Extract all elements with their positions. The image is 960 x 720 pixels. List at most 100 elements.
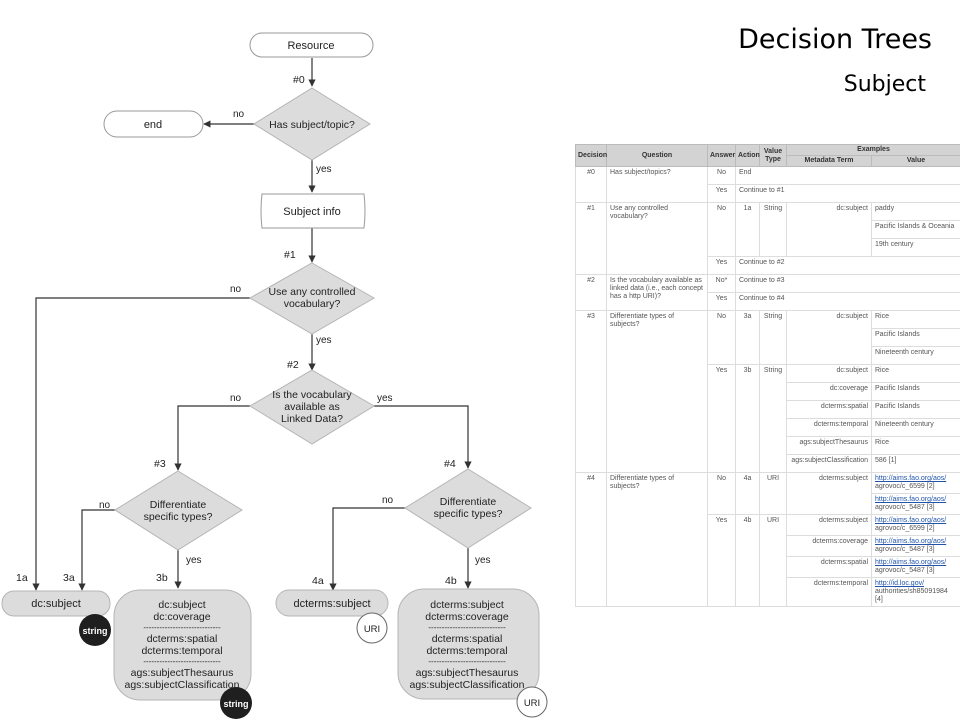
cell-decision: #4 [575, 472, 607, 607]
svg-text:available as: available as [284, 401, 339, 413]
cell-action: 4b [735, 514, 760, 607]
uri-link[interactable]: http://aims.fao.org/aos/ [875, 559, 947, 566]
cell-metadata-term: dc:subject [786, 202, 872, 257]
svg-text:string: string [223, 699, 248, 709]
svg-text:ags:subjectClassification: ags:subjectClassification [125, 679, 240, 691]
cell-metadata-term: dcterms:subject [786, 472, 872, 515]
svg-text:Resource: Resource [287, 40, 334, 52]
svg-text:dcterms:temporal: dcterms:temporal [141, 645, 222, 657]
svg-text:Subject info: Subject info [283, 206, 340, 218]
edge-label-q4-no: no [382, 495, 394, 506]
edge-label-q0-no: no [233, 109, 245, 120]
cell-question: Differentiate types of subjects? [606, 310, 708, 473]
header-action: Action [735, 144, 760, 167]
cell-metadata-term: dc:subject [786, 364, 872, 383]
cell-answer: Yes [707, 292, 736, 311]
header-decision: Decision [575, 144, 607, 167]
edge-q4-4a [329, 507, 405, 591]
path-label-3b: 3b [156, 572, 168, 584]
svg-text:dcterms:spatial: dcterms:spatial [432, 633, 503, 645]
edge-label-q4-yes: yes [475, 555, 491, 566]
svg-text:Differentiate: Differentiate [440, 496, 497, 508]
slide-title: Decision Trees [738, 24, 932, 55]
node-question-1: Use any controlled vocabulary? [248, 262, 376, 335]
path-label-1a: 1a [16, 572, 28, 584]
cell-value: http://aims.fao.org/aos/agrovoc/c_6599 [… [871, 472, 960, 494]
node-resource: Resource [249, 32, 374, 58]
svg-text:dcterms:coverage: dcterms:coverage [425, 611, 509, 623]
svg-text:-----------------------------: ----------------------------- [143, 623, 221, 632]
cell-action: 4a [735, 472, 760, 515]
uri-link[interactable]: http://aims.fao.org/aos/ [875, 538, 947, 545]
svg-text:dcterms:spatial: dcterms:spatial [147, 633, 218, 645]
badge-string-2: string [220, 687, 252, 719]
edge-label-q0-yes: yes [316, 164, 332, 175]
uri-link[interactable]: http://aims.fao.org/aos/ [875, 517, 947, 524]
cell-metadata-term: dc:coverage [786, 382, 872, 401]
step-label-2: #2 [287, 359, 299, 371]
uri-part: agrovoc/c_5487 [3] [875, 567, 935, 574]
cell-value: http://aims.fao.org/aos/agrovoc/c_5487 [… [871, 535, 960, 557]
cell-metadata-term: dcterms:subject [786, 514, 872, 536]
cell-value: http://aims.fao.org/aos/agrovoc/c_6599 [… [871, 514, 960, 536]
step-label-0: #0 [293, 74, 305, 86]
path-label-4b: 4b [445, 575, 457, 587]
cell-answer: Yes [707, 364, 736, 473]
svg-text:dcterms:subject: dcterms:subject [430, 599, 504, 611]
uri-link[interactable]: http://id.loc.gov/ [875, 580, 925, 587]
cell-answer: Yes [707, 184, 736, 203]
cell-value: 586 [1] [871, 454, 960, 473]
path-label-3a: 3a [63, 572, 75, 584]
cell-answer: Yes [707, 256, 736, 275]
cell-question: Differentiate types of subjects? [606, 472, 708, 607]
cell-value-type: String [759, 364, 787, 473]
step-label-1: #1 [284, 249, 296, 261]
uri-part: authorities/sh85091984 [875, 588, 948, 595]
cell-value: Pacific Islands [871, 400, 960, 419]
cell-value: http://aims.fao.org/aos/agrovoc/c_5487 [… [871, 493, 960, 515]
edge-label-q3-yes: yes [186, 555, 202, 566]
cell-answer: No [707, 310, 736, 365]
step-label-3: #3 [154, 458, 166, 470]
result-4b: dcterms:subject dcterms:coverage -------… [397, 588, 540, 700]
node-question-4: Differentiate specific types? [404, 468, 532, 549]
cell-value-type: String [759, 310, 787, 365]
svg-text:dc:subject: dc:subject [31, 598, 81, 610]
node-question-2: Is the vocabulary available as Linked Da… [249, 369, 375, 445]
cell-answer: No [707, 166, 736, 185]
svg-text:string: string [82, 626, 107, 636]
badge-string-1: string [79, 614, 111, 646]
cell-value: 19th century [871, 238, 960, 257]
header-value-type: Value Type [759, 144, 787, 167]
cell-value: Nineteenth century [871, 346, 960, 365]
result-1a: dc:subject [1, 590, 111, 617]
header-answer: Answer [707, 144, 736, 167]
cell-action: 3b [735, 364, 760, 473]
svg-text:Is the vocabulary: Is the vocabulary [272, 389, 352, 401]
svg-text:dc:subject: dc:subject [158, 599, 205, 611]
svg-text:ags:subjectThesaurus: ags:subjectThesaurus [131, 667, 234, 679]
uri-part: [4] [875, 596, 883, 603]
cell-metadata-term: dcterms:spatial [786, 400, 872, 419]
step-label-4: #4 [444, 458, 456, 470]
svg-text:-----------------------------: ----------------------------- [428, 657, 506, 666]
cell-answer: Yes [707, 514, 736, 607]
cell-value: Pacific Islands [871, 382, 960, 401]
svg-text:ags:subjectClassification: ags:subjectClassification [410, 679, 525, 691]
edge-q2-q4 [374, 405, 472, 469]
uri-link[interactable]: http://aims.fao.org/aos/ [875, 496, 947, 503]
uri-link[interactable]: http://aims.fao.org/aos/ [875, 475, 947, 482]
cell-question: Has subject/topics? [606, 166, 708, 203]
header-question: Question [606, 144, 708, 167]
cell-value: Pacific Islands [871, 328, 960, 347]
flow-edges [32, 58, 472, 591]
